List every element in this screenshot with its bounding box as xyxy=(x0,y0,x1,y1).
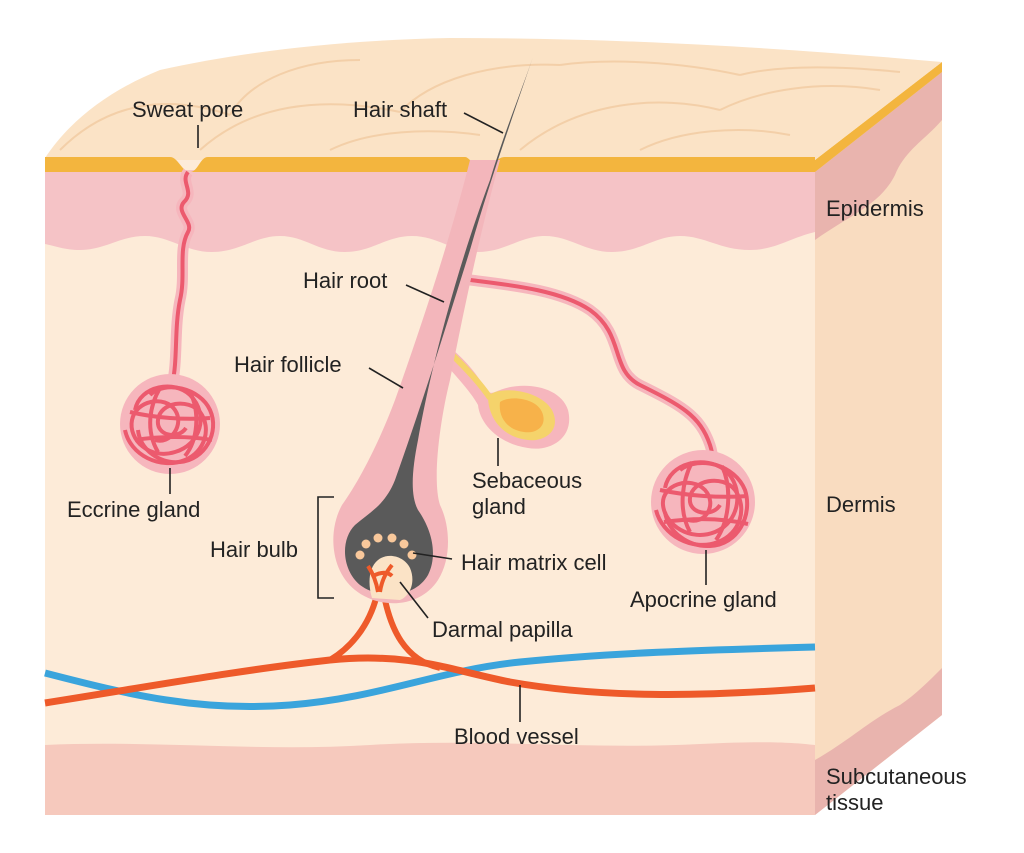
side-face-cream xyxy=(815,62,942,815)
skin-surface-top xyxy=(45,38,942,160)
apocrine-duct-core xyxy=(469,278,715,481)
label-hair-bulb: Hair bulb xyxy=(210,537,298,562)
eccrine-coil xyxy=(123,384,216,466)
sebaceous-core xyxy=(499,398,544,433)
eccrine-gland xyxy=(120,168,220,474)
label-subcutaneous-line2: tissue xyxy=(826,790,883,815)
label-apocrine-gland: Apocrine gland xyxy=(630,587,777,612)
label-sweat-pore: Sweat pore xyxy=(132,97,243,122)
label-blood-vessel: Blood vessel xyxy=(454,724,579,749)
label-epidermis: Epidermis xyxy=(826,196,924,221)
side-face-subcutaneous xyxy=(815,668,942,815)
side-face-stratum xyxy=(815,62,942,172)
stratum-corneum xyxy=(45,157,815,172)
label-dermis: Dermis xyxy=(826,492,896,517)
leader-matrix-cell xyxy=(412,552,453,560)
subcutaneous-layer xyxy=(45,742,815,815)
label-hair-follicle: Hair follicle xyxy=(234,352,342,377)
label-subcutaneous-line1: Subcutaneous xyxy=(826,764,967,789)
label-hair-shaft: Hair shaft xyxy=(353,97,447,122)
label-hair-matrix-cell: Hair matrix cell xyxy=(461,550,606,575)
label-sebaceous-line2: gland xyxy=(472,494,526,519)
side-face-epidermis xyxy=(815,72,942,240)
epidermis-layer xyxy=(45,170,815,252)
papilla-capillaries xyxy=(366,563,394,593)
leader-lines xyxy=(169,112,707,722)
label-eccrine-gland: Eccrine gland xyxy=(67,497,200,522)
labels: Sweat pore Hair shaft Epidermis Hair roo… xyxy=(67,97,967,815)
sebaceous-gland xyxy=(435,340,570,449)
label-darmal-papilla: Darmal papilla xyxy=(432,617,573,642)
block-side-face xyxy=(815,62,942,815)
label-sebaceous-line1: Sebaceous xyxy=(472,468,582,493)
apocrine-coil xyxy=(654,460,750,549)
leader-hair-shaft xyxy=(463,112,504,134)
skin-top-face xyxy=(45,38,942,160)
skin-crease-lines xyxy=(59,59,901,151)
leader-papilla xyxy=(399,581,429,619)
apocrine-gland xyxy=(469,274,755,554)
eccrine-duct-core xyxy=(170,170,192,386)
leader-hair-root xyxy=(405,284,445,303)
vein xyxy=(44,643,816,711)
leader-hair-follicle xyxy=(368,367,404,389)
hair-bulb-bracket xyxy=(317,496,334,599)
follicle-sheath xyxy=(333,160,500,604)
hair-follicle-group xyxy=(333,48,536,604)
label-hair-root: Hair root xyxy=(303,268,387,293)
